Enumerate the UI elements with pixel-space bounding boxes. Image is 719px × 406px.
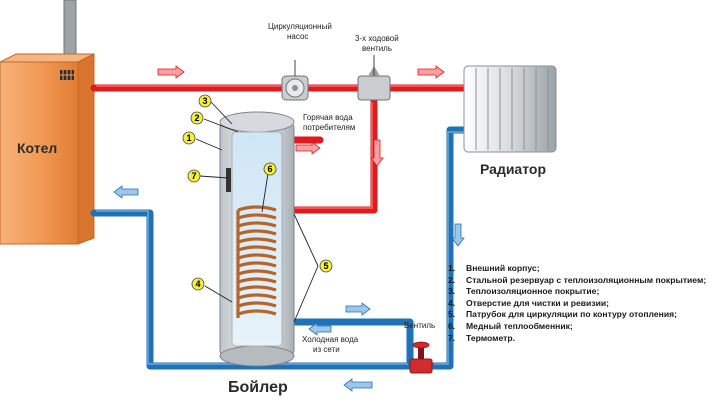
valve3-label-line2: вентиль	[362, 44, 392, 53]
legend-item: 7.Термометр.	[448, 332, 515, 343]
copper-heat-exchanger	[236, 205, 277, 318]
cold-flow-arrows	[113, 185, 465, 392]
cold-water-label-line2: из сети	[313, 345, 340, 354]
callout-4: 4	[191, 277, 205, 291]
shutoff-valve	[409, 341, 433, 374]
svg-text:3: 3	[202, 96, 207, 106]
svg-text:6: 6	[267, 164, 272, 174]
thermometer-icon	[226, 168, 231, 192]
boiler-label: Бойлер	[228, 379, 288, 396]
valve3-label-line1: 3-х ходовой	[355, 34, 399, 43]
legend-item: 6.Медный теплообменник;	[448, 320, 573, 331]
legend-item: 1.Внешний корпус;	[448, 263, 540, 273]
radiator-label: Радиатор	[480, 161, 546, 177]
svg-text:4: 4	[195, 279, 200, 289]
legend-item: 5.Патрубок для циркуляции по контуру ото…	[448, 309, 678, 320]
legend-item: 2.Стальной резервуар с теплоизоляционным…	[448, 274, 707, 285]
svg-text:2: 2	[194, 113, 199, 123]
legend: 1.Внешний корпус; 2.Стальной резервуар с…	[448, 263, 718, 344]
cold-water-label-line1: Холодная вода	[302, 335, 359, 344]
kotel-label: Котел	[17, 140, 57, 156]
pump-label-line1: Циркуляционный	[268, 22, 332, 31]
cold-pipes	[90, 126, 476, 370]
callout-3: 3	[198, 94, 212, 108]
pump-label-line2: насос	[287, 32, 308, 41]
callouts: 3 2 1 7 6 5 4	[182, 94, 333, 291]
ventil-label: Вентиль	[404, 321, 435, 330]
hot-water-label-line1: Горячая вода	[303, 113, 353, 122]
callout-1: 1	[182, 131, 196, 145]
hot-water-label-line2: потребителям	[303, 123, 355, 132]
circulation-pump	[281, 60, 309, 101]
chimney	[63, 0, 77, 63]
callout-7: 7	[187, 169, 201, 183]
kotel-unit: Котел	[0, 53, 95, 245]
three-way-valve	[357, 55, 391, 101]
svg-text:5: 5	[323, 261, 328, 271]
callout-2: 2	[190, 111, 204, 125]
callout-6: 6	[263, 162, 277, 176]
svg-text:7: 7	[191, 171, 196, 181]
svg-text:1: 1	[186, 133, 191, 143]
legend-item: 3.Теплоизоляционное покрытие;	[448, 286, 600, 297]
callout-5: 5	[319, 259, 333, 273]
radiator	[463, 65, 557, 153]
hot-flow-arrows	[157, 65, 445, 167]
legend-item: 4.Отверстие для чистки и ревизии;	[448, 297, 610, 308]
